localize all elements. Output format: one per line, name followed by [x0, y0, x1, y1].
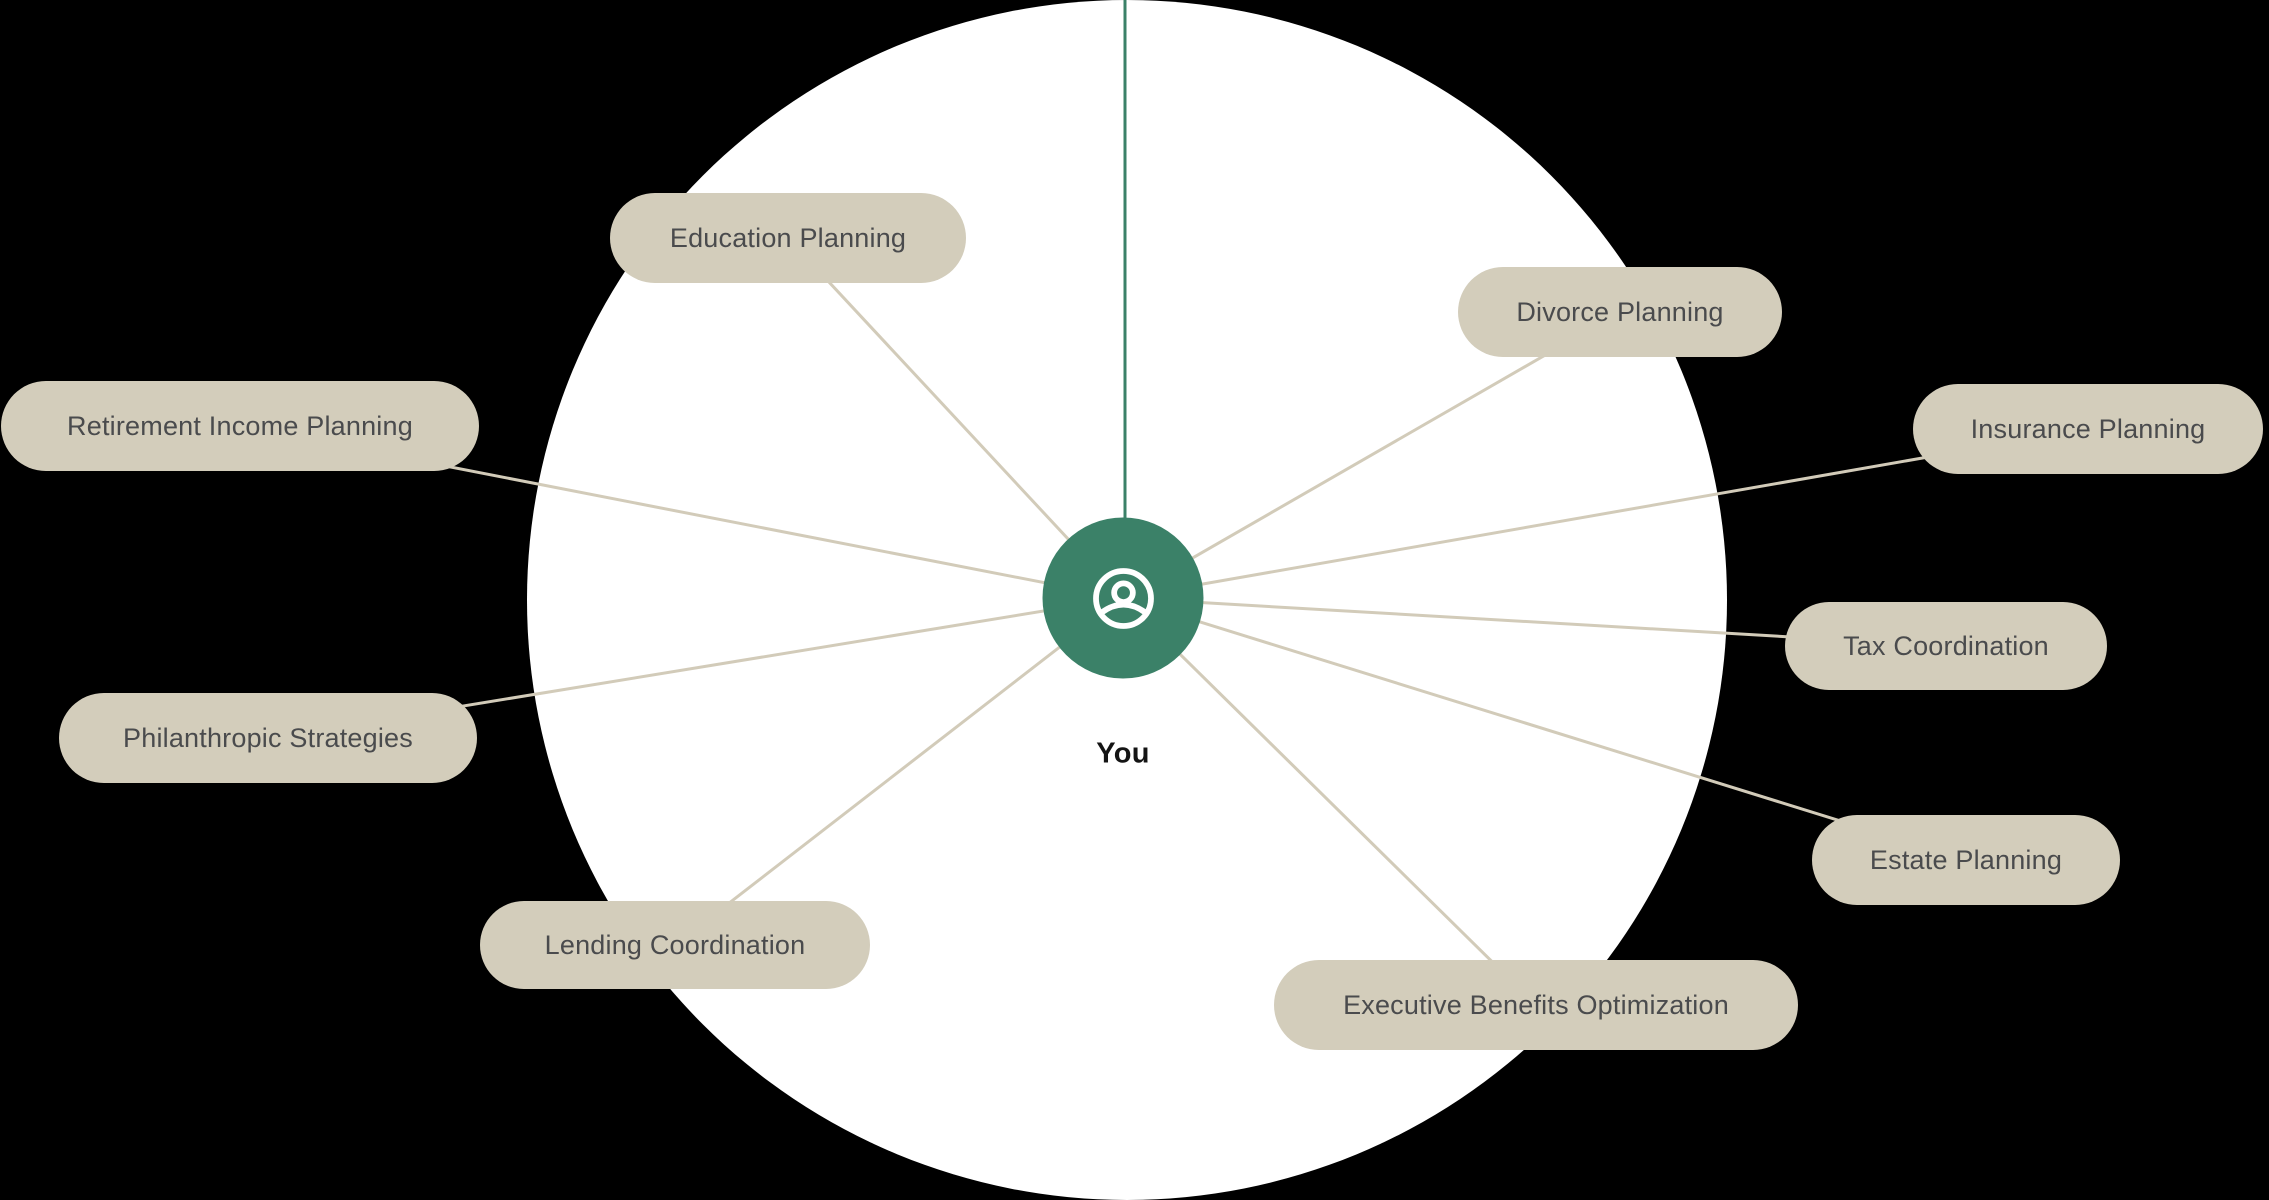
node-pill-education-planning[interactable]: Education Planning: [610, 193, 966, 283]
node-pill-retirement-income-planning[interactable]: Retirement Income Planning: [1, 381, 479, 471]
node-pill-tax-coordination[interactable]: Tax Coordination: [1785, 602, 2107, 690]
node-pill-philanthropic-strategies[interactable]: Philanthropic Strategies: [59, 693, 477, 783]
center-you-label: You: [1096, 737, 1150, 770]
center-you-node: [1042, 517, 1204, 679]
node-pill-executive-benefits-optimization[interactable]: Executive Benefits Optimization: [1274, 960, 1798, 1050]
node-pill-estate-planning[interactable]: Estate Planning: [1812, 815, 2120, 905]
user-circle-icon: [1092, 567, 1154, 629]
node-pill-insurance-planning[interactable]: Insurance Planning: [1913, 384, 2263, 474]
node-pill-lending-coordination[interactable]: Lending Coordination: [480, 901, 870, 989]
node-pill-divorce-planning[interactable]: Divorce Planning: [1458, 267, 1782, 357]
